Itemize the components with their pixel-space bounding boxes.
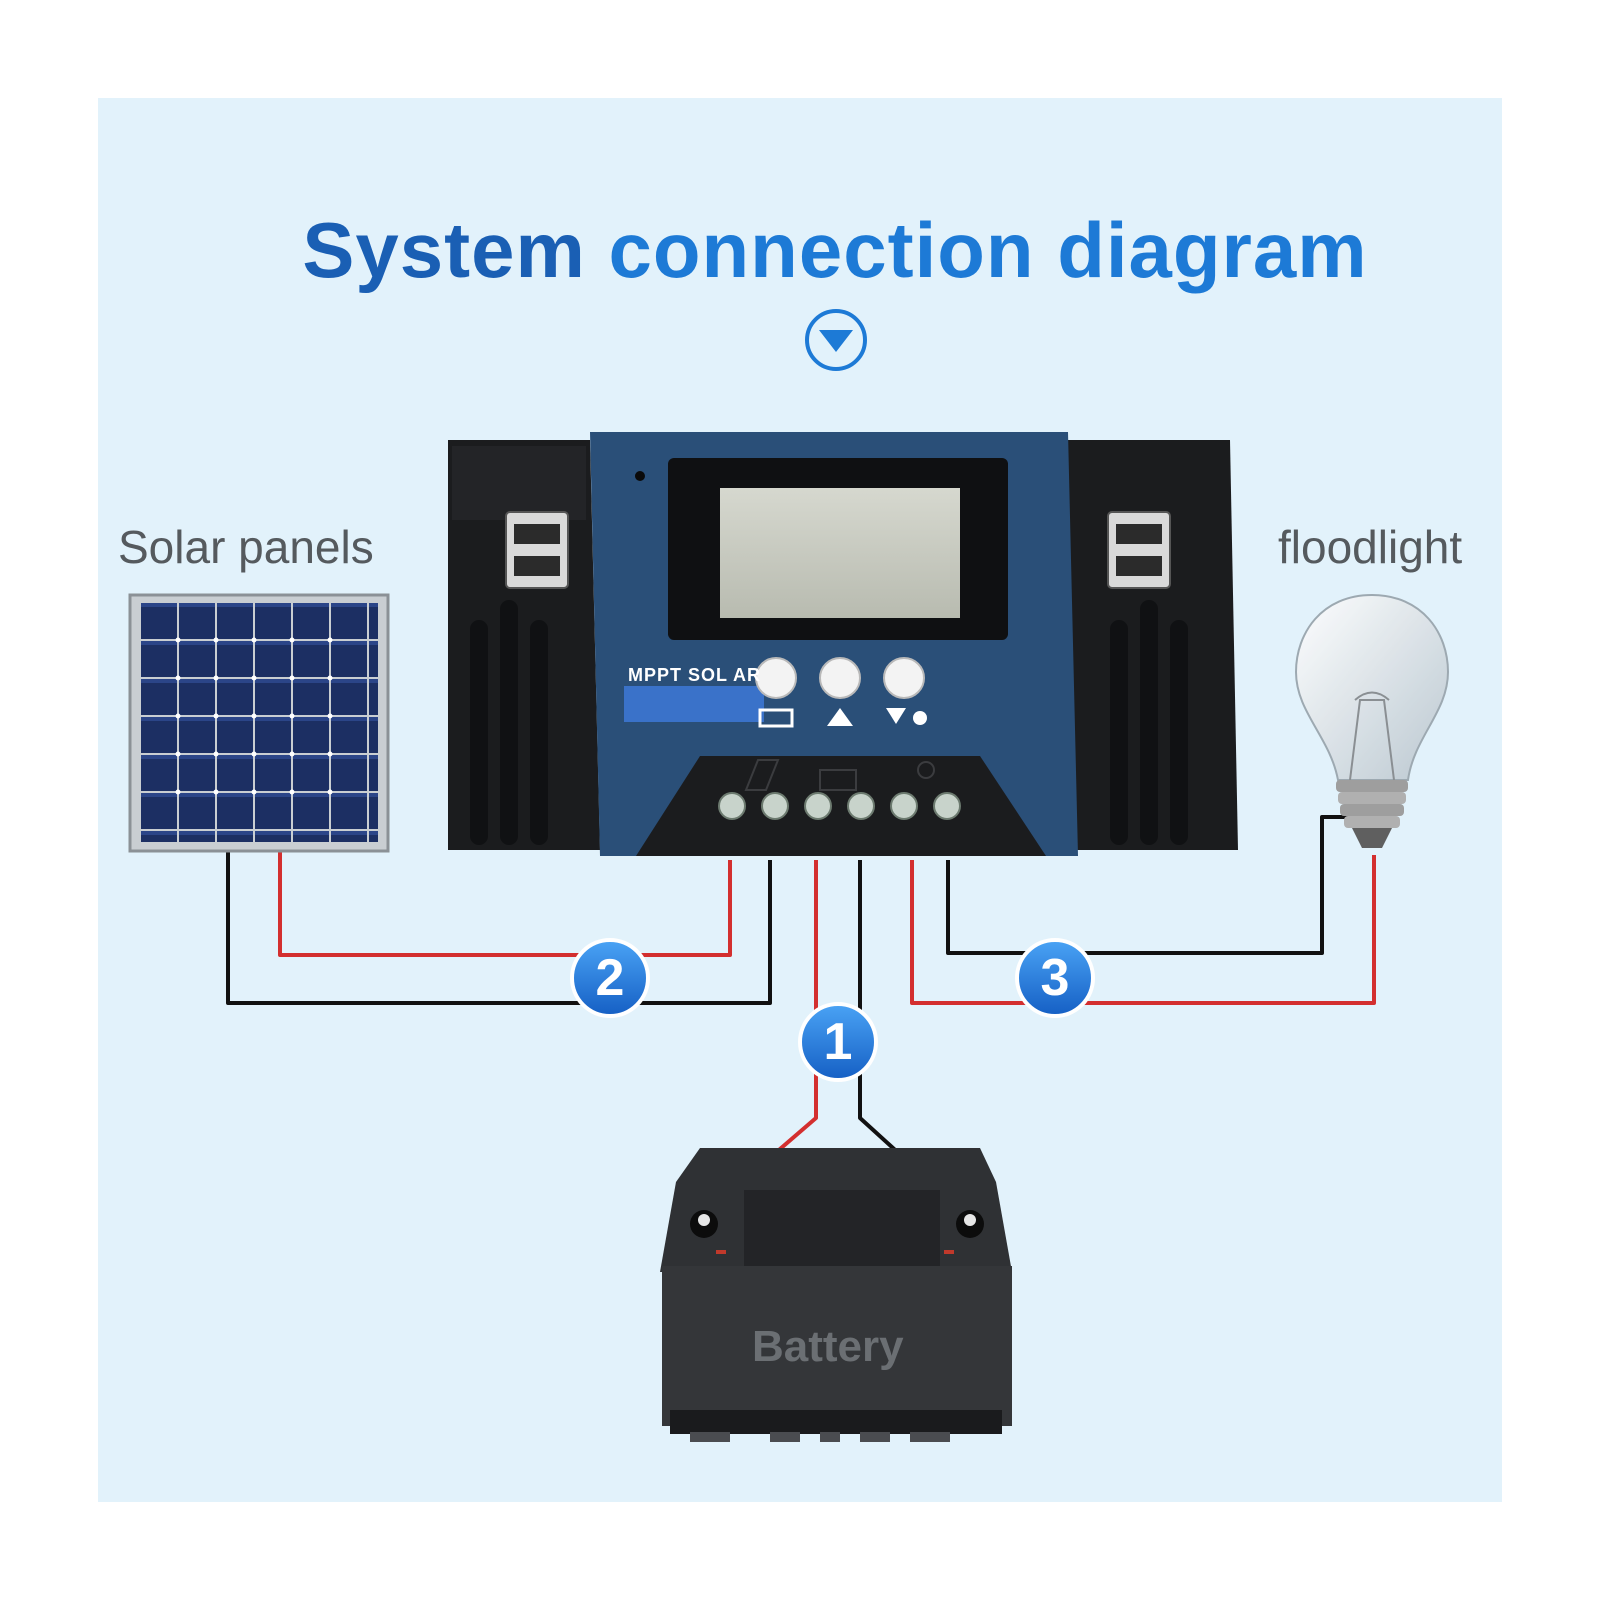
usb-ports-left — [505, 511, 569, 589]
badge-1 — [798, 1002, 878, 1082]
diagram-title: System connection diagram — [0, 205, 1600, 296]
battery-icon — [758, 708, 794, 728]
solar-icon — [744, 759, 780, 791]
title-part-1: System — [302, 206, 586, 294]
wire-solar-negative — [226, 850, 772, 1005]
down-bulb-icon — [886, 708, 927, 725]
wires — [226, 815, 1376, 1220]
up-arrow-icon — [827, 708, 853, 726]
chevron-down-icon — [805, 309, 867, 371]
floodlight-bulb-image — [1294, 593, 1450, 848]
badge-2-number: 2 — [595, 949, 625, 1007]
badge-2 — [570, 938, 650, 1018]
solar-panels-label: Solar panels — [118, 521, 374, 573]
title-part-2: connection diagram — [608, 206, 1368, 294]
badge-3-number: 3 — [1040, 949, 1070, 1007]
controller-brand-label: MPPT SOL AR — [628, 665, 762, 685]
floodlight-label: floodlight — [1278, 521, 1463, 573]
badge-1-number: 1 — [823, 1013, 853, 1071]
charge-controller — [448, 432, 1238, 856]
battery-label: Battery — [752, 1322, 904, 1371]
wire-load-negative — [946, 815, 1360, 955]
solar-panel-image — [128, 593, 390, 853]
wire-load-positive — [910, 855, 1376, 1005]
usb-ports-right — [1107, 511, 1171, 589]
terminals — [718, 792, 961, 820]
lamp-icon — [917, 761, 935, 779]
badge-3 — [1015, 938, 1095, 1018]
wire-solar-positive — [278, 850, 732, 957]
battery-image — [660, 1148, 1012, 1442]
